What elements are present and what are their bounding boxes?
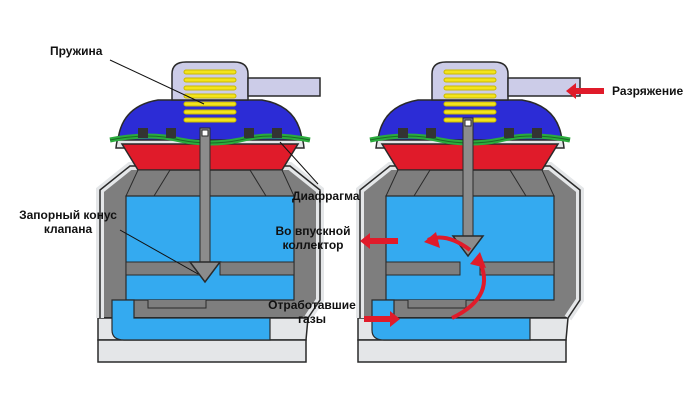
external-arrows xyxy=(360,83,604,327)
label-vacuum: Разряжение xyxy=(612,84,684,98)
label-exhaust-line2: газы xyxy=(297,312,327,326)
label-valve-cone: Запорный конус клапана xyxy=(4,208,132,236)
label-spring: Пружина xyxy=(50,44,103,58)
label-exhaust: Отработавшие газы xyxy=(264,298,360,326)
label-intake-line1: Во впускной xyxy=(275,224,351,238)
label-intake: Во впускной коллектор xyxy=(268,224,358,252)
label-valve-cone-line2: клапана xyxy=(43,222,93,236)
valve-closed xyxy=(98,62,320,362)
label-valve-cone-line1: Запорный конус xyxy=(19,208,117,222)
exhaust-arrow-icon xyxy=(364,311,400,327)
label-exhaust-line1: Отработавшие xyxy=(268,298,356,312)
valve-cone-closed xyxy=(188,261,222,284)
label-intake-line2: коллектор xyxy=(282,238,344,252)
vacuum-arrow-icon xyxy=(566,83,604,99)
intake-arrow-icon xyxy=(360,233,398,249)
label-diaphragm: Диафрагма xyxy=(292,189,360,203)
valve-open xyxy=(358,62,580,362)
leader-lines xyxy=(109,59,319,275)
